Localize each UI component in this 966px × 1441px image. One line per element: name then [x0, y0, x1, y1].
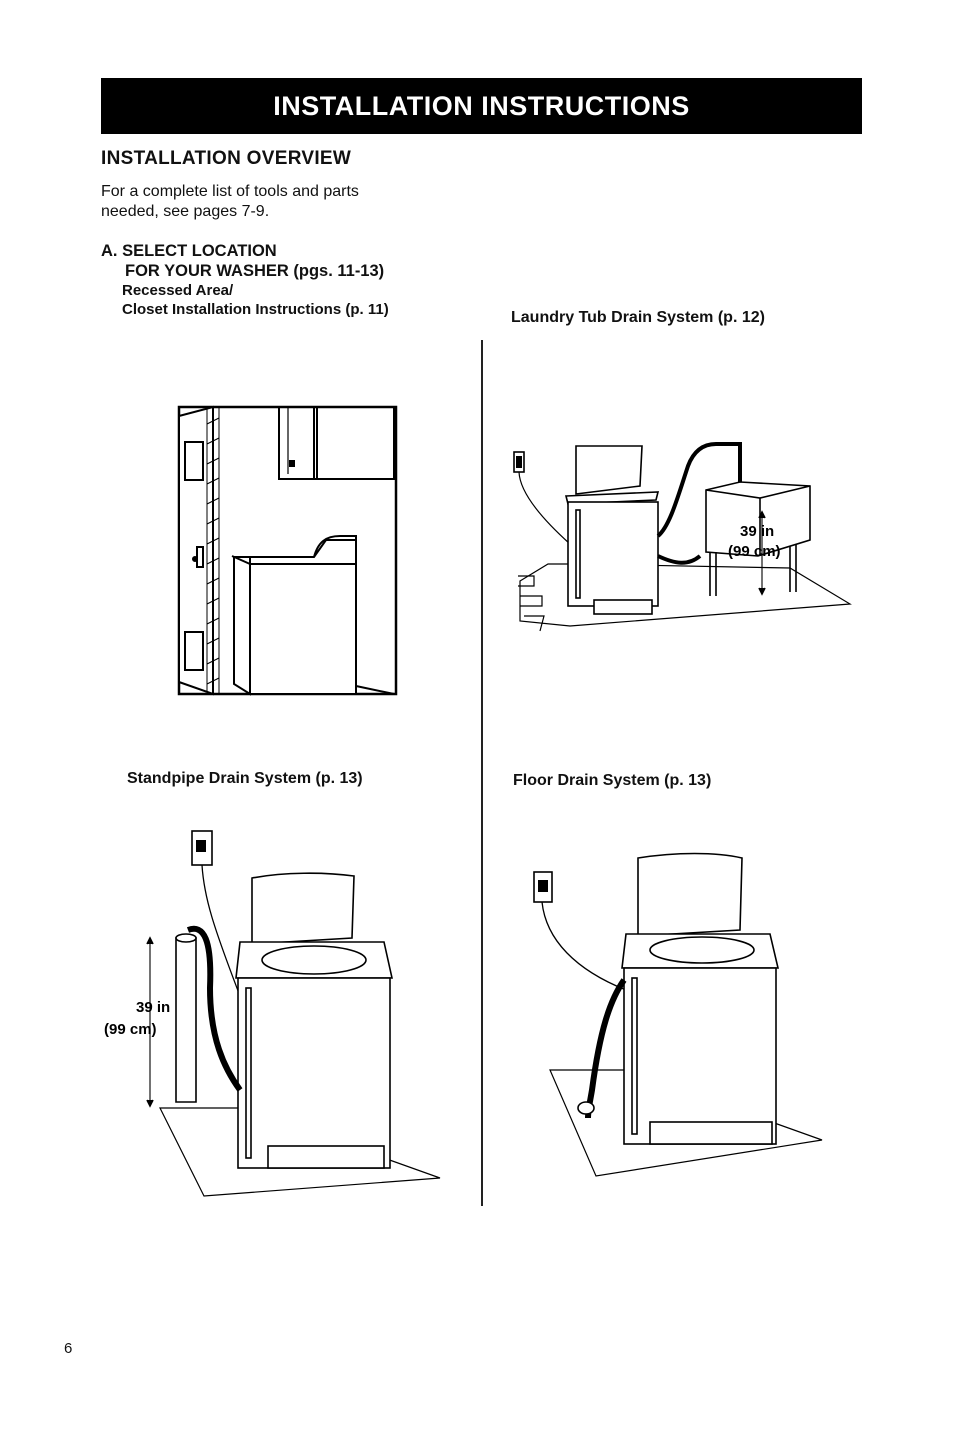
- section-a-line-1: A. SELECT LOCATION: [101, 242, 277, 260]
- tub-measure-cm: (99 cm): [728, 543, 781, 560]
- floor-drain-illustration: [526, 850, 826, 1180]
- floor-drain-caption: Floor Drain System (p. 13): [513, 772, 712, 789]
- standpipe-caption: Standpipe Drain System (p. 13): [127, 770, 363, 787]
- closet-illustration: [176, 404, 400, 698]
- section-a-line-2: FOR YOUR WASHER (pgs. 11-13): [125, 262, 385, 280]
- overview-heading: INSTALLATION OVERVIEW: [101, 148, 352, 169]
- standpipe-illustration: 39 in (99 cm): [104, 828, 450, 1202]
- intro-line-2: needed, see pages 7-9.: [101, 203, 270, 220]
- tub-measure-in: 39 in: [740, 523, 774, 540]
- laundry-tub-illustration: 39 in (99 cm): [510, 436, 852, 636]
- laundry-tub-caption: Laundry Tub Drain System (p. 12): [511, 309, 765, 326]
- intro-line-1: For a complete list of tools and parts: [101, 183, 359, 200]
- standpipe-measure-in: 39 in: [136, 999, 170, 1016]
- page-number: 6: [64, 1340, 73, 1357]
- overview-intro: For a complete list of tools and parts n…: [101, 182, 461, 222]
- section-a-heading: A. SELECT LOCATION FOR YOUR WASHER (pgs.…: [101, 241, 389, 319]
- page-banner: INSTALLATION INSTRUCTIONS: [101, 78, 862, 134]
- standpipe-measure-cm: (99 cm): [104, 1021, 157, 1038]
- column-divider: [481, 340, 483, 1206]
- section-a-line-4: Closet Installation Instructions (p. 11): [122, 301, 389, 318]
- section-a-line-3: Recessed Area/: [122, 282, 234, 299]
